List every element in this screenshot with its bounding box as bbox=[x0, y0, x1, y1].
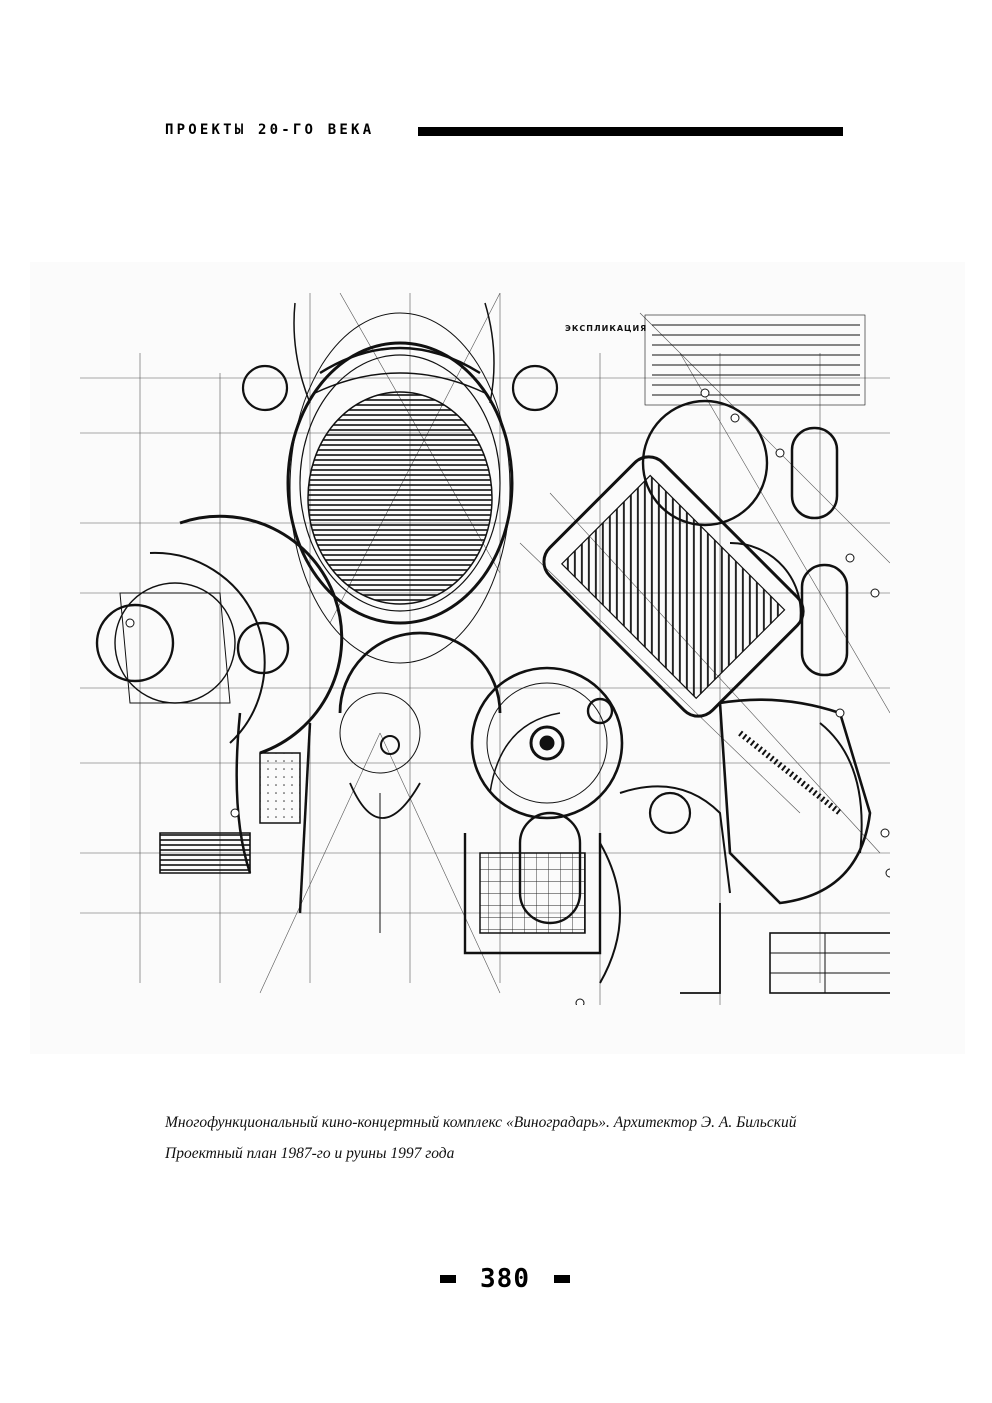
page-number: 380 bbox=[480, 1264, 530, 1294]
figure-caption-line-1: Многофункциональный кино-концертный комп… bbox=[165, 1114, 797, 1131]
architectural-floor-plan: ЭКСПЛИКАЦИЯ bbox=[80, 293, 890, 1005]
concert-hall-main bbox=[241, 302, 559, 664]
dimension-markers bbox=[125, 388, 890, 1005]
header-rule bbox=[418, 127, 843, 136]
small-cinema-right bbox=[718, 698, 890, 994]
left-wing bbox=[95, 514, 344, 914]
section-title: ПРОЕКТЫ 20-ГО ВЕКА bbox=[165, 122, 375, 138]
figure-caption-line-2: Проектный план 1987-го и руины 1997 года bbox=[165, 1145, 455, 1162]
page-number-block: 380 bbox=[440, 1264, 570, 1294]
folio-dash-left bbox=[440, 1275, 456, 1283]
legend-title: ЭКСПЛИКАЦИЯ bbox=[565, 324, 647, 333]
legend-block bbox=[644, 314, 866, 406]
cinema-hall-diagonal bbox=[542, 399, 849, 718]
folio-dash-right bbox=[554, 1275, 570, 1283]
running-header: ПРОЕКТЫ 20-ГО ВЕКА bbox=[165, 119, 845, 141]
lower-center-block bbox=[463, 666, 731, 994]
central-foyer bbox=[338, 631, 502, 933]
